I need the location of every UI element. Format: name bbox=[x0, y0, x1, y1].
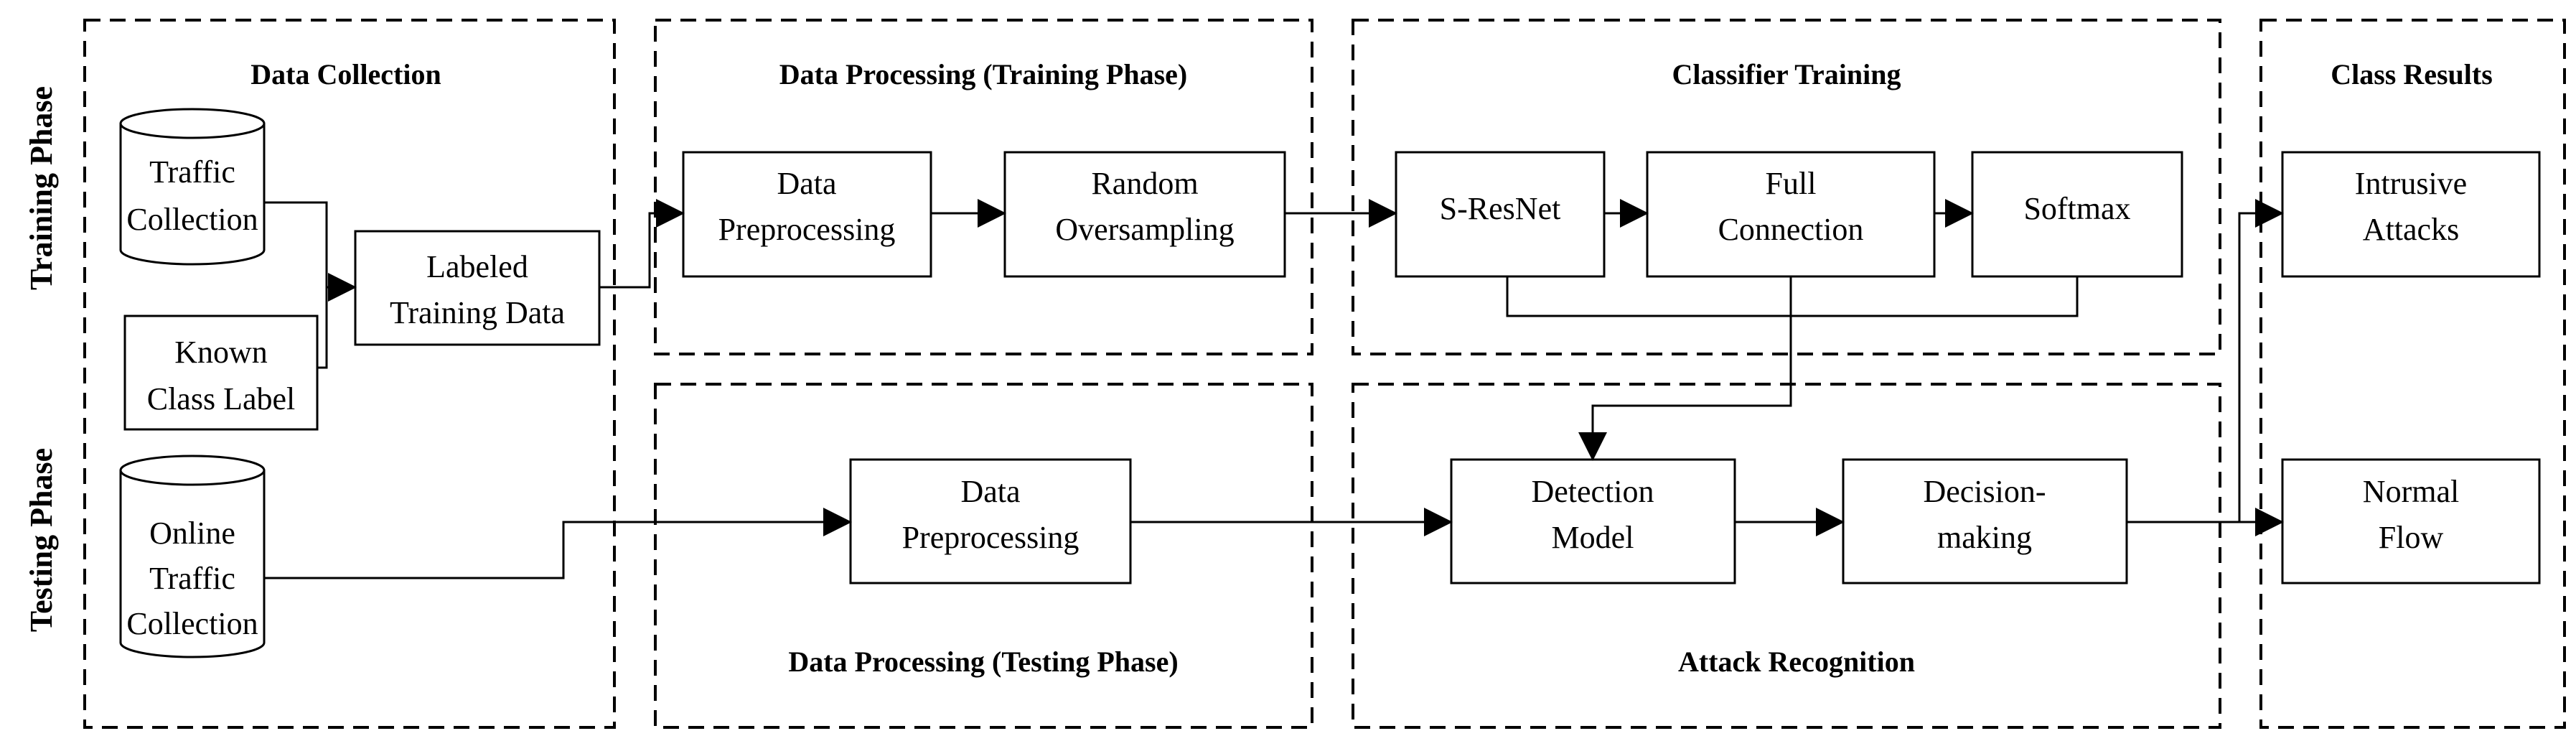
known-class-label-node: Known Class Label bbox=[123, 315, 319, 431]
detection-model-line1: Detection bbox=[1531, 474, 1654, 509]
traffic-to-labeled-connector bbox=[264, 201, 328, 287]
classifier-to-detection-model-arrow bbox=[1578, 276, 1792, 461]
labeled-training-data-node: Labeled Training Data bbox=[354, 230, 601, 346]
traffic-collection-line1: Traffic bbox=[149, 154, 235, 190]
normal-flow-node: Normal Flow bbox=[2281, 458, 2541, 584]
intrusive-attacks-line2: Attacks bbox=[2363, 212, 2459, 247]
data-preprocessing-testing-node: Data Preprocessing bbox=[849, 458, 1132, 584]
labeled-to-preprocessing-arrow bbox=[599, 199, 685, 289]
decision-to-intrusive-attacks-arrow bbox=[2232, 199, 2284, 523]
intrusive-attacks-node: Intrusive Attacks bbox=[2281, 151, 2541, 278]
classifier-training-section bbox=[1352, 19, 2221, 355]
classifier-training-title: Classifier Training bbox=[1672, 58, 1901, 90]
decision-making-node: Decision- making bbox=[1842, 458, 2128, 584]
softmax-label: Softmax bbox=[2023, 191, 2130, 226]
online-traffic-collection-node: Online Traffic Collection bbox=[119, 455, 266, 658]
data-processing-training-title: Data Processing (Training Phase) bbox=[779, 58, 1188, 90]
data-collection-section bbox=[83, 19, 616, 729]
decision-making-line1: Decision- bbox=[1923, 474, 2046, 509]
detection-model-line2: Model bbox=[1552, 520, 1634, 555]
detection-model-node: Detection Model bbox=[1450, 458, 1736, 584]
random-oversampling-line1: Random bbox=[1091, 166, 1198, 201]
data-processing-training-section bbox=[654, 19, 1313, 355]
known-label-to-labeled-connector bbox=[317, 287, 328, 369]
data-collection-title: Data Collection bbox=[250, 58, 441, 90]
traffic-collection-node: Traffic Collection bbox=[119, 108, 266, 266]
data-preprocessing-testing-line1: Data bbox=[960, 474, 1020, 509]
full-connection-node: Full Connection bbox=[1646, 151, 1936, 278]
classifier-feedback-bracket bbox=[1506, 276, 2079, 317]
attack-recognition-section bbox=[1352, 383, 2221, 729]
s-resnet-label: S-ResNet bbox=[1440, 191, 1561, 226]
class-results-title: Class Results bbox=[2331, 58, 2493, 90]
labeled-training-data-line2: Training Data bbox=[390, 295, 565, 330]
random-oversampling-line2: Oversampling bbox=[1055, 212, 1234, 247]
softmax-node: Softmax bbox=[1971, 151, 2183, 278]
decision-making-line2: making bbox=[1937, 520, 2032, 555]
full-connection-line1: Full bbox=[1766, 166, 1817, 201]
s-resnet-node: S-ResNet bbox=[1395, 151, 1606, 278]
online-traffic-to-preprocessing-arrow bbox=[264, 508, 852, 579]
online-traffic-collection-line1: Online bbox=[149, 516, 235, 551]
online-traffic-collection-line3: Collection bbox=[126, 606, 258, 641]
random-oversampling-node: Random Oversampling bbox=[1003, 151, 1286, 278]
data-processing-testing-section bbox=[654, 383, 1313, 729]
labeled-training-data-line1: Labeled bbox=[426, 249, 528, 284]
training-phase-label: Training Phase bbox=[24, 86, 59, 290]
normal-flow-line1: Normal bbox=[2363, 474, 2459, 509]
data-preprocessing-testing-line2: Preprocessing bbox=[902, 520, 1079, 555]
data-processing-testing-title: Data Processing (Testing Phase) bbox=[788, 646, 1178, 678]
full-connection-line2: Connection bbox=[1718, 212, 1864, 247]
data-preprocessing-training-node: Data Preprocessing bbox=[682, 151, 932, 278]
intrusive-attacks-line1: Intrusive bbox=[2355, 166, 2467, 201]
attack-recognition-title: Attack Recognition bbox=[1678, 646, 1915, 678]
online-traffic-collection-line2: Traffic bbox=[149, 561, 235, 596]
known-class-label-line1: Known bbox=[174, 335, 268, 370]
traffic-collection-line2: Collection bbox=[126, 202, 258, 237]
known-class-label-line2: Class Label bbox=[147, 381, 296, 416]
normal-flow-line2: Flow bbox=[2379, 520, 2444, 555]
class-results-section bbox=[2259, 19, 2566, 729]
data-preprocessing-training-line1: Data bbox=[777, 166, 836, 201]
data-preprocessing-training-line2: Preprocessing bbox=[718, 212, 896, 247]
testing-phase-label: Testing Phase bbox=[24, 448, 59, 632]
